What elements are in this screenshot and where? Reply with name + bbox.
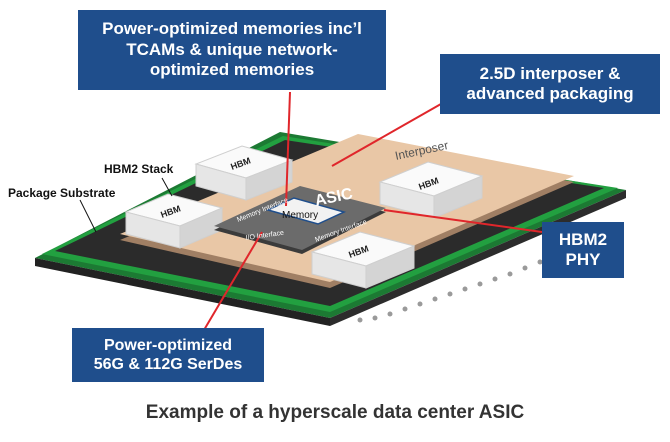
- figure-caption: Example of a hyperscale data center ASIC: [145, 402, 525, 423]
- hbm-stack-left: [124, 193, 224, 249]
- callout-memories-line1: Power-optimized memories inc’l: [102, 19, 362, 39]
- callout-phy-line1: HBM2: [558, 229, 608, 249]
- callout-memories-line2: TCAMs & unique network-: [126, 39, 338, 59]
- hbm-stack-bottom-right: [310, 231, 416, 289]
- package-substrate-label: Package Substrate: [8, 186, 116, 200]
- callout-serdes-line2: 56G & 112G SerDes: [93, 356, 243, 373]
- callout-interposer: 2.5D interposer & advanced packaging: [440, 54, 660, 114]
- callout-phy: HBM2 PHY: [542, 222, 624, 278]
- memory-label: Memory: [282, 210, 318, 221]
- hbm-stack-right: [378, 161, 484, 219]
- callout-interposer-line1: 2.5D interposer &: [479, 63, 621, 83]
- callout-serdes: Power-optimized 56G & 112G SerDes: [72, 328, 264, 382]
- hbm-stack-top-left: [194, 145, 294, 201]
- callout-phy-line2: PHY: [565, 250, 601, 269]
- leader-lines-dark: [79, 177, 173, 233]
- hbm2-stack-label: HBM2 Stack: [104, 162, 174, 176]
- callout-interposer-line2: advanced packaging: [466, 84, 634, 103]
- callout-serdes-line1: Power-optimized: [103, 336, 232, 354]
- callout-memories-line3: optimized memories: [149, 60, 315, 80]
- callout-memories: Power-optimized memories inc’l TCAMs & u…: [78, 10, 386, 90]
